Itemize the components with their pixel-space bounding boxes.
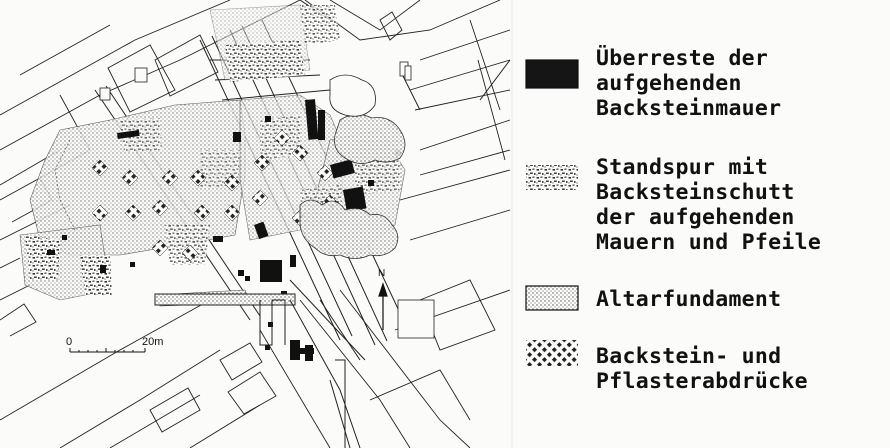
rubble-zones	[25, 5, 400, 295]
parcel-lines	[0, 0, 511, 448]
north-label: N	[378, 268, 386, 279]
legend-label-brick-wall: Überreste der aufgehenden Backsteinmauer	[596, 46, 781, 121]
north-arrow	[378, 282, 388, 330]
legend-line: Überreste der	[596, 46, 769, 71]
legend-line: Backsteinschutt	[596, 180, 795, 205]
legend-line: Backsteinmauer	[596, 96, 782, 121]
scale-end-label: 20m	[142, 336, 164, 348]
scale-start-label: 0	[66, 336, 73, 348]
legend-swatches	[525, 59, 579, 366]
legend-swatch-crosshatch	[526, 340, 578, 366]
legend-line: Pflasterabdrücke	[596, 369, 808, 394]
legend-label-altar-foundation: Altarfundament	[596, 287, 781, 312]
scale-bar	[69, 348, 146, 353]
wall-remains	[47, 99, 401, 361]
legend-swatch-solid	[525, 59, 579, 89]
legend-swatch-dotted	[525, 285, 579, 311]
legend-label-rubble-trace: Standspur mit Backsteinschutt der aufgeh…	[596, 155, 821, 255]
legend-swatch-rubble	[526, 165, 578, 190]
imprint-marks	[91, 129, 339, 262]
legend-line: aufgehenden	[596, 71, 742, 96]
lower-lane	[154, 293, 361, 448]
small-parcels	[99, 61, 435, 339]
legend-line: Backstein- und	[596, 344, 782, 369]
legend-line: der aufgehenden	[596, 205, 795, 230]
legend-line: Mauern und Pfeile	[596, 230, 822, 255]
scalloped-outline	[299, 74, 406, 259]
legend-line: Standspur mit	[596, 155, 769, 180]
legend-label-imprints: Backstein- und Pflasterabdrücke	[596, 344, 808, 394]
legend-line: Altarfundament	[596, 287, 782, 312]
